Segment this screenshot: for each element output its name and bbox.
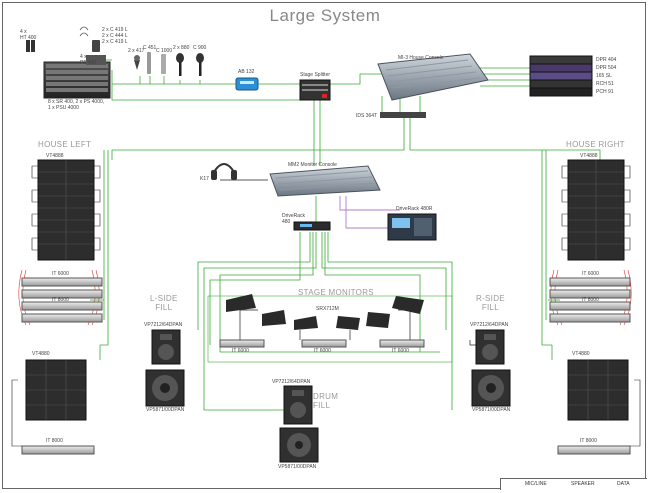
c451-label: C 451 [143,45,157,51]
drum-fill-heading: DRUM FILL [313,392,339,410]
pt400-label: 4 x PT 400 [80,54,97,66]
stage-splitter-device [299,79,331,101]
ids-364t-device [380,112,426,118]
it6000-mon3-label: IT 6000 [392,348,409,354]
driverack-480r-device [387,213,437,241]
ab132-device [235,77,259,91]
diagram-title: Large System [269,6,381,25]
it8000-left-label: IT 8000 [52,297,69,303]
stage-monitors-heading: STAGE MONITORS [298,288,374,297]
ab132-label: AB 132 [238,69,255,75]
vp-left-bottom-label: VP5871/00DPAN [146,407,185,413]
sr400-receiver-rack [43,55,111,99]
microphone-group [26,26,204,99]
k17-label: K17 [200,176,209,182]
it8000-left-lower-label: IT 8000 [46,438,63,444]
vp-right-top-label: VP7212/64DPAN [470,322,509,328]
c880-label: 2 x 880 [173,45,190,51]
ht400-icon [26,40,35,52]
vp-drum-bottom-label: VP5871/00DPAN [278,464,317,470]
c451-mic-icon [147,52,151,74]
c880-mic-icon [176,53,184,76]
monitor-console-label: MM2 Monitor Console [288,162,337,168]
l-side-fill-heading: L-SIDE FILL [150,294,178,312]
legend-mic-line: MIC/LINE [525,481,547,487]
r-side-fill-heading: R-SIDE FILL [476,294,505,312]
it6000-right-label: IT 6000 [582,271,599,277]
k17-headphones-icon [211,163,237,180]
headset-mic-icon [79,26,89,37]
left-side-fill [145,329,185,407]
dpr504-label: DPR 504 [596,65,617,71]
drum-fill [279,385,319,463]
vt4880-right-label: VT4880 [572,351,590,357]
legend: MIC/LINE SPEAKER DATA [500,478,647,490]
vp-left-top-label: VP7212/64DPAN [144,322,183,328]
it6000-mon1-label: IT 6000 [232,348,249,354]
house-console-label: MI-3 House Console [398,55,444,61]
dpr404-label: DPR 404 [596,57,617,63]
house-right-heading: HOUSE RIGHT [566,140,625,149]
ht400-label: 4 x HT 400 [20,29,37,41]
house-left-array [21,159,103,323]
srx712-label: SRX712M [316,306,339,312]
house-left-heading: HOUSE LEFT [38,140,92,149]
it6000-mon2-label: IT 6000 [314,348,331,354]
diagram-frame [2,2,646,489]
c900-label: C 900 [193,45,207,51]
monitor-console [269,165,381,197]
outboard-rack [529,55,593,97]
legend-data: DATA [617,481,630,487]
ids-label: IDS 364T [356,113,378,119]
legend-speaker: SPEAKER [571,481,595,487]
speaker-wiring [176,179,476,346]
c417-mic-icon [134,55,140,70]
c417-label: 2 x 417 [128,48,145,54]
c1000-label: C 1000 [156,48,173,54]
pch9-label: PCH 91 [596,89,614,95]
it8000-right-lower-label: IT 8000 [580,438,597,444]
c419-label: 2 x C 419 L 2 x C 444 L 2 x C 419 L [102,27,128,45]
driverack-480r-label: DriveRack 480R [396,206,433,212]
it6000-left-label: IT 6000 [52,271,69,277]
c900-mic-icon [196,53,204,76]
pt400-icon [92,40,100,52]
house-console [377,53,489,101]
vt4880-left-label: VT4880 [32,351,50,357]
it8000-right-label: IT 8000 [582,297,599,303]
vp-right-bottom-label: VP5871/00DPAN [472,407,511,413]
vt4888-right-label: VT4888 [580,153,598,159]
vp-drum-top-label: VP7212/64DPAN [272,379,311,385]
driverack-480-label: DriveRack 480 [282,213,306,225]
l65-label: 165 SL [596,73,612,79]
data-wiring [339,196,400,229]
house-right-array [549,159,631,323]
house-right-sub-array [557,359,641,455]
rch5-label: RCH 51 [596,81,614,87]
vt4888-left-label: VT4888 [46,153,64,159]
sr400-label: 8 x SR 400, 2 x PS 4000, 1 x PSU 4000 [48,99,105,111]
stage-splitter-label: Stage Splitter [300,72,331,78]
c1000-mic-icon [161,54,166,74]
stage-monitors-area [207,294,453,363]
right-side-fill [471,329,511,407]
house-left-sub-array [11,359,95,455]
red-speaker-cables [18,269,632,326]
